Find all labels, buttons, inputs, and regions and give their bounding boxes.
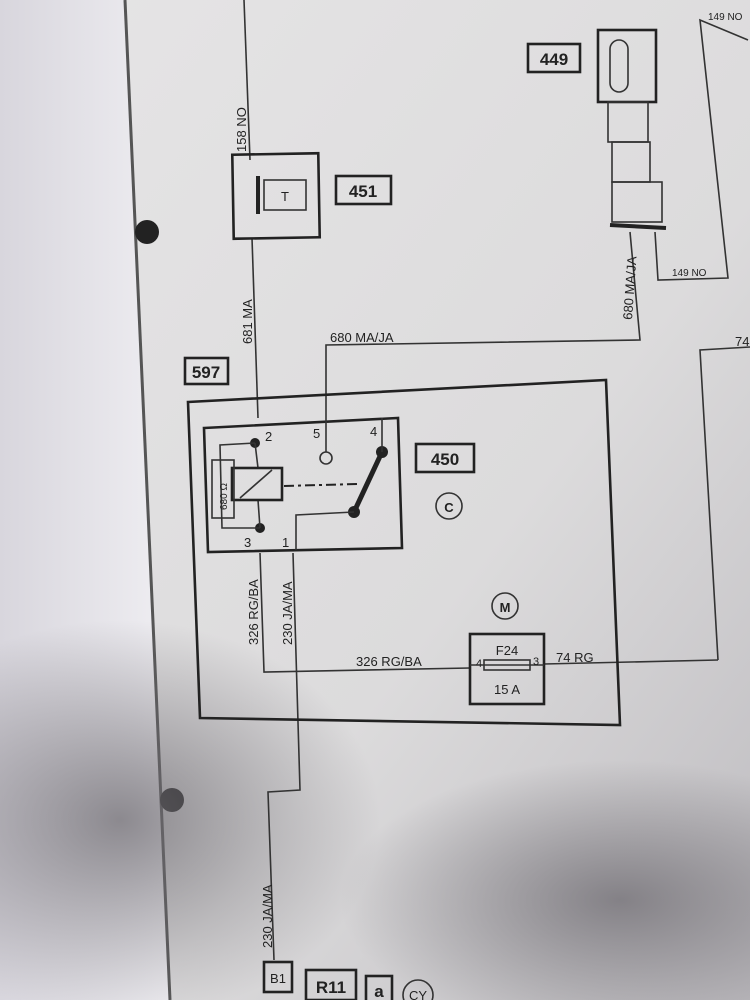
label-449: 449 <box>540 50 568 69</box>
fuse-pin-4: 4 <box>476 658 482 670</box>
resistor <box>211 459 235 519</box>
pin-5: 5 <box>313 426 320 441</box>
wire-149-top-label: 149 NO <box>708 12 743 23</box>
connector-b1: B1 <box>270 971 286 986</box>
wires <box>243 0 750 961</box>
zone-m-circle <box>491 592 519 620</box>
wire-326-h-label: 326 RG/BA <box>356 654 422 669</box>
wire-326-v-label: 326 RG/BA <box>246 579 261 645</box>
wire-680-h-label: 680 MA/JA <box>330 330 394 345</box>
component-451: T 451 <box>230 151 393 241</box>
spring-icon <box>609 39 629 93</box>
wire-labels: 158 NO 681 MA 680 MA/JA 680 MA/JA 149 NO… <box>234 12 749 948</box>
wire-158-label: 158 NO <box>234 107 249 152</box>
connector-cy: CY <box>409 988 427 1000</box>
wire-680-v-label: 680 MA/JA <box>620 255 639 320</box>
wire-230-v1-label: 230 JA/MA <box>280 581 295 645</box>
binder-hole <box>135 220 159 244</box>
fuse-rating: 15 A <box>494 682 520 697</box>
wire-74-label: 74 RG <box>556 650 594 665</box>
connector-r11: R11 <box>316 978 346 997</box>
component-449: 449 <box>526 28 667 230</box>
pin-3: 3 <box>244 535 251 550</box>
component-451-inner: T <box>281 189 289 204</box>
fuse-pin-3: 3 <box>533 656 539 668</box>
relay-450: 680 Ω 2 5 4 3 1 <box>202 416 404 554</box>
zone-c: C <box>444 500 454 515</box>
zone-c-circle <box>435 492 463 520</box>
connectors: B1 R11 a CY <box>262 960 434 1000</box>
label-450: 450 <box>431 450 459 469</box>
fuse-f24: F24 15 A 4 3 <box>468 632 546 706</box>
label-597: 597 <box>192 363 220 382</box>
module-outline <box>186 378 622 727</box>
wire-230-v2-label: 230 JA/MA <box>260 884 275 948</box>
wire-149-label: 149 NO <box>672 268 707 279</box>
pin-4: 4 <box>370 424 377 439</box>
label-451: 451 <box>349 182 377 201</box>
pin-2: 2 <box>265 429 272 444</box>
wire-74-edge-label: 74 <box>735 334 749 349</box>
box-450 <box>414 442 476 474</box>
fuse-id: F24 <box>496 643 518 658</box>
pin-1: 1 <box>282 535 289 550</box>
connector-a: a <box>374 982 384 1000</box>
zone-m: M <box>500 600 511 615</box>
wire-681-label: 681 MA <box>240 299 255 344</box>
resistor-value: 680 Ω <box>219 483 230 510</box>
box-597 <box>183 356 230 386</box>
